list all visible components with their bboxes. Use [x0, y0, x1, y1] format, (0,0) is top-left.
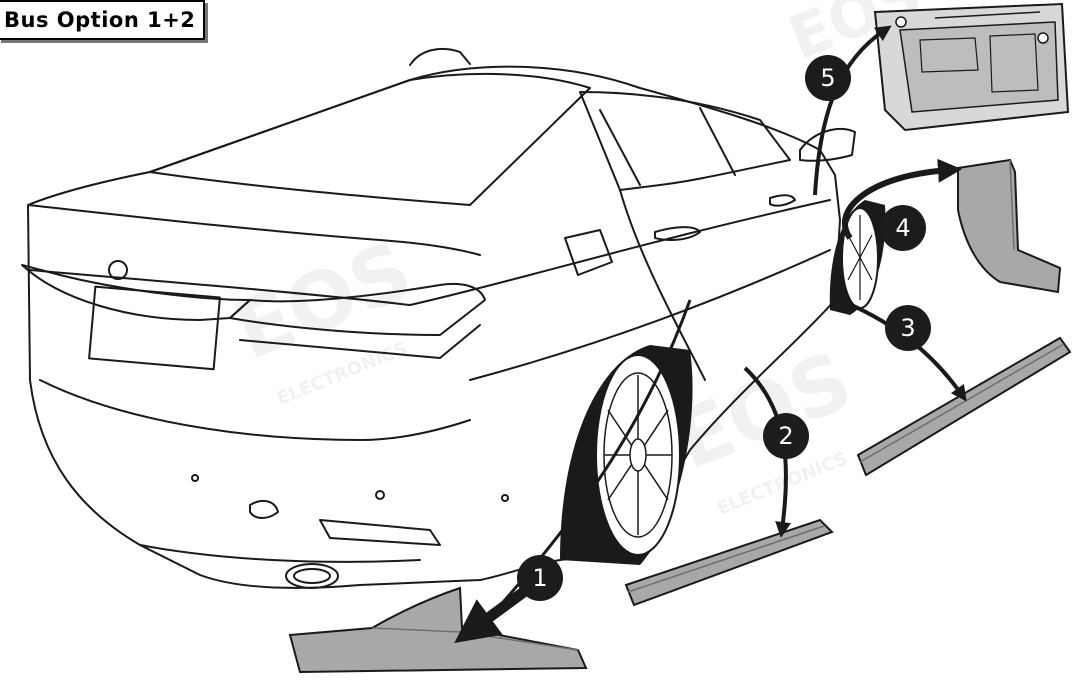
svg-text:5: 5 — [820, 64, 835, 92]
part-3-front-sill-trim — [858, 338, 1070, 475]
part-5-footwell-panel — [875, 4, 1068, 130]
svg-text:2: 2 — [778, 422, 793, 450]
svg-text:1: 1 — [532, 564, 547, 592]
step-badge-5: 5 — [805, 55, 851, 101]
step-badge-2: 2 — [763, 413, 809, 459]
svg-text:4: 4 — [895, 214, 910, 242]
rear-wheel — [560, 345, 693, 565]
step-badge-1: 1 — [517, 555, 563, 601]
part-4-a-pillar-trim — [958, 160, 1060, 292]
svg-text:3: 3 — [900, 314, 915, 342]
step-badge-3: 3 — [885, 305, 931, 351]
step-badge-4: 4 — [880, 205, 926, 251]
